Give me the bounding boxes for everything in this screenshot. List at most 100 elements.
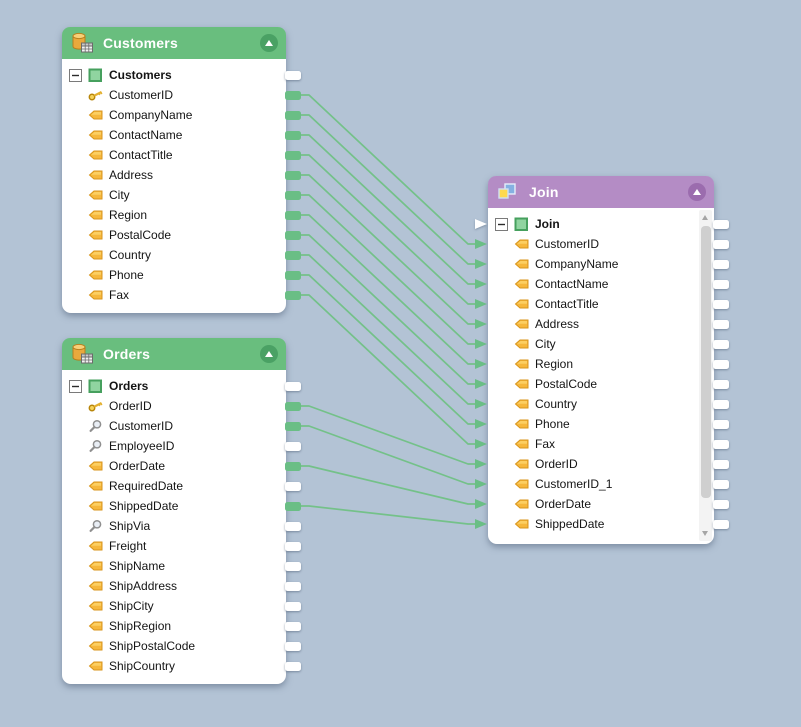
input-port-join-companyname[interactable] <box>475 259 487 269</box>
connection-line[interactable] <box>301 274 476 425</box>
output-port-join-orderdate[interactable] <box>713 499 729 509</box>
field-row[interactable]: OrderID <box>488 454 714 474</box>
output-port-customers-postalcode[interactable] <box>285 230 301 240</box>
connection-line[interactable] <box>301 294 476 445</box>
output-port-orders-shippeddate[interactable] <box>285 501 301 511</box>
input-port-join-address[interactable] <box>475 319 487 329</box>
field-row[interactable]: Region <box>62 205 286 225</box>
input-port-join-postalcode[interactable] <box>475 379 487 389</box>
field-row[interactable]: CustomerID <box>62 416 286 436</box>
field-row[interactable]: ShipCity <box>62 596 286 616</box>
scrollbar-thumb[interactable] <box>700 226 711 498</box>
input-port-join-phone[interactable] <box>475 419 487 429</box>
output-port-orders-shipcountry[interactable] <box>285 661 301 671</box>
output-port-join-customerid[interactable] <box>713 239 729 249</box>
output-port-orders-requireddate[interactable] <box>285 481 301 491</box>
node-scrollbar[interactable] <box>699 210 712 541</box>
field-row[interactable]: ContactName <box>62 125 286 145</box>
input-port-join-city[interactable] <box>475 339 487 349</box>
field-row[interactable]: ShippedDate <box>488 514 714 534</box>
field-row[interactable]: ShipAddress <box>62 576 286 596</box>
output-port-join-country[interactable] <box>713 399 729 409</box>
output-port-customers-contacttitle[interactable] <box>285 150 301 160</box>
collapse-button[interactable] <box>688 183 706 201</box>
field-row[interactable]: PostalCode <box>488 374 714 394</box>
connection-line[interactable] <box>301 154 476 305</box>
output-port-join-contacttitle[interactable] <box>713 299 729 309</box>
field-row[interactable]: Phone <box>62 265 286 285</box>
output-port-join-city[interactable] <box>713 339 729 349</box>
connection-line[interactable] <box>301 114 476 265</box>
connection-line[interactable] <box>301 234 476 385</box>
node-header-join[interactable]: Join <box>488 176 714 208</box>
field-row[interactable]: ShipRegion <box>62 616 286 636</box>
input-port-join-orderdate[interactable] <box>475 499 487 509</box>
field-row[interactable]: Fax <box>488 434 714 454</box>
connection-line[interactable] <box>301 254 476 405</box>
output-port-customers-companyname[interactable] <box>285 110 301 120</box>
field-row[interactable]: ContactName <box>488 274 714 294</box>
connection-line[interactable] <box>301 505 476 525</box>
output-port-orders-orders[interactable] <box>285 381 301 391</box>
scroll-up-icon[interactable] <box>702 215 708 220</box>
field-row[interactable]: Address <box>62 165 286 185</box>
scroll-down-icon[interactable] <box>702 531 708 536</box>
input-port-join-shippeddate[interactable] <box>475 519 487 529</box>
node-header-customers[interactable]: Customers <box>62 27 286 59</box>
output-port-customers-address[interactable] <box>285 170 301 180</box>
node-header-orders[interactable]: Orders <box>62 338 286 370</box>
tree-group-row[interactable]: Orders <box>62 376 286 396</box>
connection-line[interactable] <box>301 134 476 285</box>
collapse-button[interactable] <box>260 34 278 52</box>
field-row[interactable]: Country <box>488 394 714 414</box>
field-row[interactable]: CompanyName <box>62 105 286 125</box>
input-port-join-country[interactable] <box>475 399 487 409</box>
output-port-customers-city[interactable] <box>285 190 301 200</box>
field-row[interactable]: Fax <box>62 285 286 305</box>
field-row[interactable]: ShippedDate <box>62 496 286 516</box>
output-port-customers-fax[interactable] <box>285 290 301 300</box>
output-port-customers-phone[interactable] <box>285 270 301 280</box>
output-port-join-join[interactable] <box>713 219 729 229</box>
field-row[interactable]: Region <box>488 354 714 374</box>
input-port-join-contacttitle[interactable] <box>475 299 487 309</box>
output-port-join-phone[interactable] <box>713 419 729 429</box>
output-port-orders-shipaddress[interactable] <box>285 581 301 591</box>
output-port-orders-freight[interactable] <box>285 541 301 551</box>
input-port-join-contactname[interactable] <box>475 279 487 289</box>
field-row[interactable]: Phone <box>488 414 714 434</box>
output-port-join-address[interactable] <box>713 319 729 329</box>
output-port-orders-shipregion[interactable] <box>285 621 301 631</box>
field-row[interactable]: ContactTitle <box>488 294 714 314</box>
connection-line[interactable] <box>301 174 476 325</box>
field-row[interactable]: EmployeeID <box>62 436 286 456</box>
tree-group-row[interactable]: Customers <box>62 65 286 85</box>
field-row[interactable]: RequiredDate <box>62 476 286 496</box>
output-port-orders-orderid[interactable] <box>285 401 301 411</box>
output-port-customers-contactname[interactable] <box>285 130 301 140</box>
connection-line[interactable] <box>301 194 476 345</box>
input-port-join-customerid[interactable] <box>475 239 487 249</box>
collapse-button[interactable] <box>260 345 278 363</box>
tree-expander[interactable] <box>69 379 82 393</box>
output-port-orders-customerid[interactable] <box>285 421 301 431</box>
output-port-orders-shipname[interactable] <box>285 561 301 571</box>
output-port-join-shippeddate[interactable] <box>713 519 729 529</box>
input-port-join-orderid[interactable] <box>475 459 487 469</box>
output-port-customers-customerid[interactable] <box>285 90 301 100</box>
tree-group-row[interactable]: Join <box>488 214 714 234</box>
field-row[interactable]: ShipName <box>62 556 286 576</box>
connection-line[interactable] <box>301 94 476 245</box>
field-row[interactable]: ShipCountry <box>62 656 286 676</box>
field-row[interactable]: OrderDate <box>488 494 714 514</box>
output-port-join-customerid_1[interactable] <box>713 479 729 489</box>
field-row[interactable]: CustomerID_1 <box>488 474 714 494</box>
field-row[interactable]: ContactTitle <box>62 145 286 165</box>
output-port-orders-employeeid[interactable] <box>285 441 301 451</box>
field-row[interactable]: ShipPostalCode <box>62 636 286 656</box>
field-row[interactable]: Freight <box>62 536 286 556</box>
output-port-customers-country[interactable] <box>285 250 301 260</box>
